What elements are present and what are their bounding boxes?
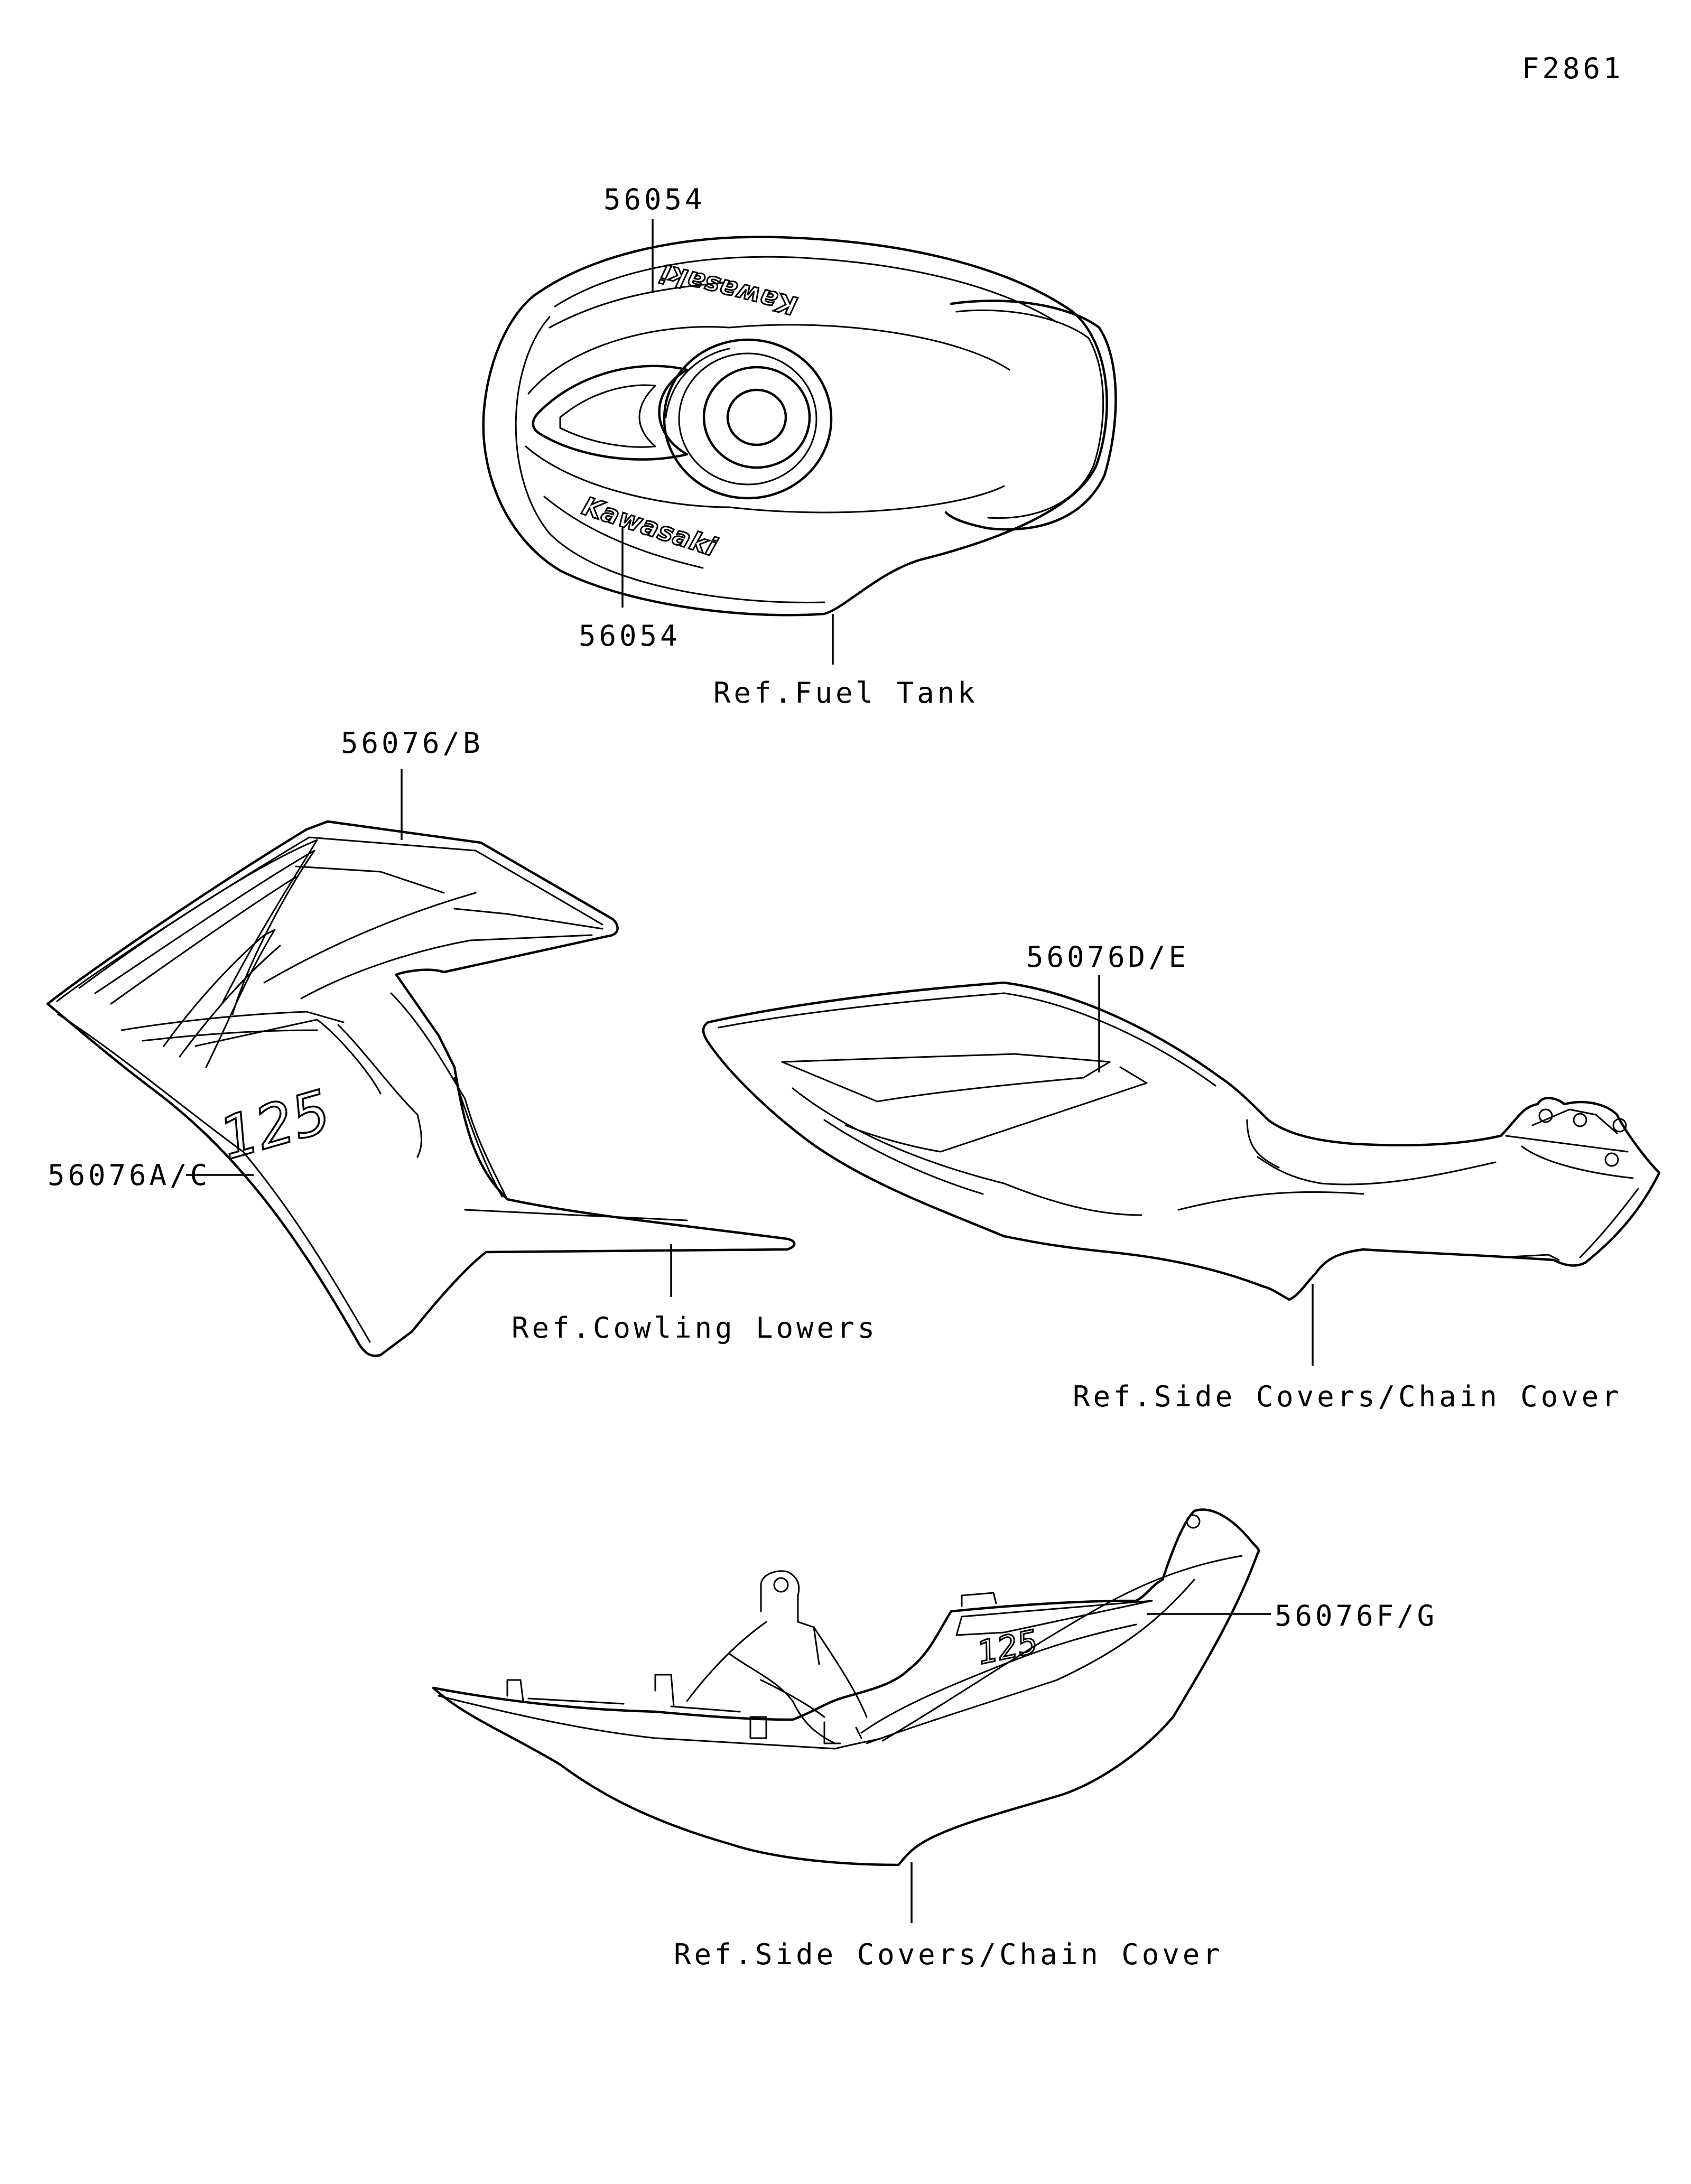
model-logo-cowling: 125 (212, 1077, 338, 1173)
ref-side-covers-chain-cover-lower: Ref.Side Covers/Chain Cover (674, 1938, 1223, 1971)
part-number-56076d-e: 56076D/E (1026, 940, 1189, 974)
ref-side-covers-chain-cover-upper: Ref.Side Covers/Chain Cover (1073, 1380, 1622, 1413)
part-number-56076a-c: 56076A/C (48, 1159, 210, 1192)
side-cover-upper (702, 981, 1661, 1301)
brand-logo-bottom: Kawasaki (579, 491, 720, 563)
ref-fuel-tank: Ref.Fuel Tank (713, 676, 978, 710)
cowling-lower: 125 (46, 820, 796, 1357)
side-cover-lower: 125 (432, 1508, 1260, 1866)
ref-cowling-lowers: Ref.Cowling Lowers (512, 1311, 878, 1345)
model-logo-side-cover: 125 (974, 1623, 1042, 1672)
figure-id: F2861 (1522, 52, 1624, 85)
brand-logo-top: Kawasaki (657, 258, 800, 320)
part-number-56076f-g: 56076F/G (1275, 1599, 1437, 1632)
fuel-tank: Kawasaki Kawasaki (482, 236, 1117, 617)
part-number-56076-b: 56076/B (341, 726, 484, 760)
part-number-56054-bottom: 56054 (579, 619, 681, 652)
part-number-56054-top: 56054 (603, 183, 705, 216)
